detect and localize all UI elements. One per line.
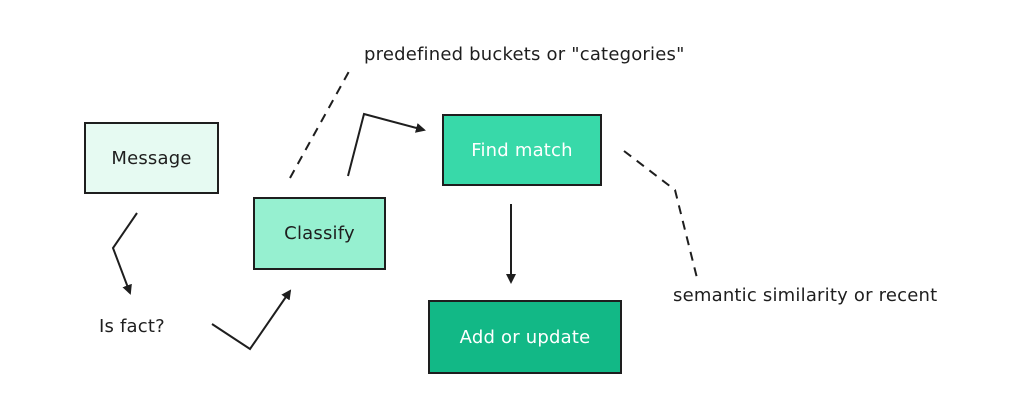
message-node: Message [84, 122, 219, 194]
is-fact-label: Is fact? [99, 316, 165, 337]
add-or-update-node: Add or update [428, 300, 622, 374]
classify-node-label: Classify [284, 223, 355, 244]
find-match-node: Find match [442, 114, 602, 186]
classify-node: Classify [253, 197, 386, 270]
message-node-label: Message [111, 147, 192, 169]
predefined-buckets-annotation: predefined buckets or "categories" [364, 44, 685, 65]
add-or-update-node-label: Add or update [459, 326, 591, 348]
arrow-message-to-isfact [111, 212, 138, 295]
arrow-classify-to-find [347, 112, 426, 177]
semantic-similarity-annotation: semantic similarity or recent [673, 285, 938, 306]
dashed-connector-semantic [623, 150, 698, 279]
dashed-connector-predefined [289, 65, 353, 179]
arrow-isfact-to-classify [211, 289, 292, 351]
find-match-node-label: Find match [471, 139, 573, 161]
